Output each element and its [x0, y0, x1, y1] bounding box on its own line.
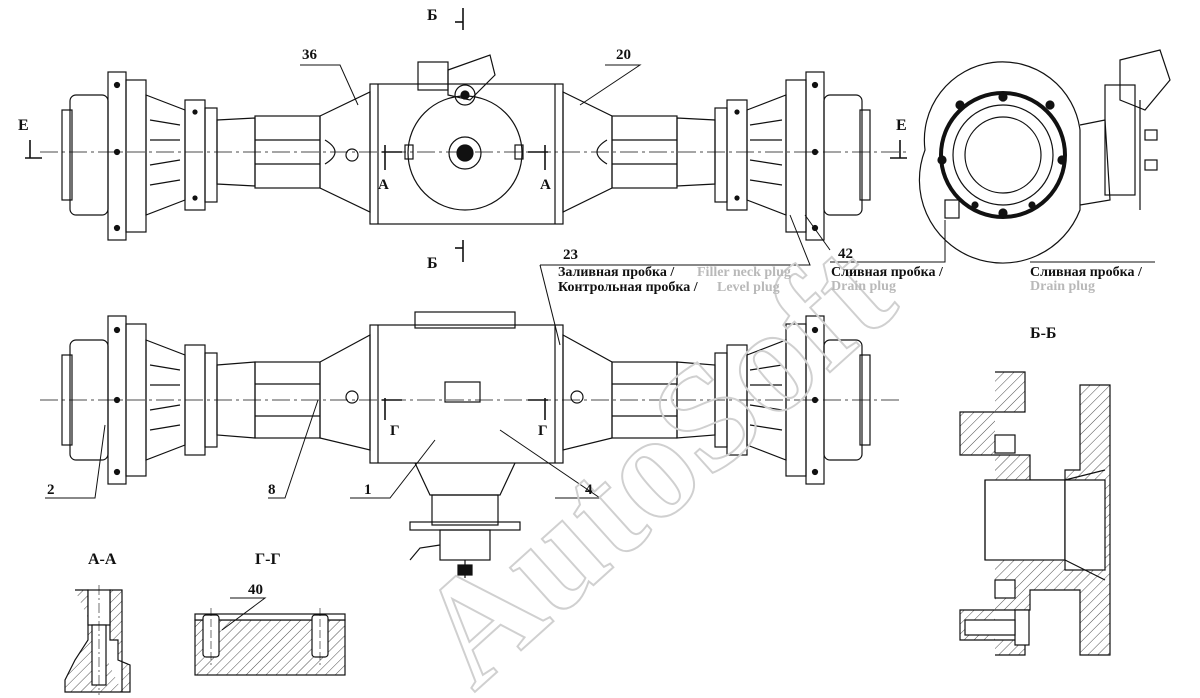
callout-42: 42 [838, 246, 853, 262]
callout-23: 23 [563, 247, 578, 263]
callout-8: 8 [268, 482, 276, 498]
right-wheel-hub-front [714, 315, 871, 485]
section-label-a-left: А [378, 177, 389, 193]
callout-1: 1 [364, 482, 372, 498]
front-view [40, 311, 900, 578]
note-drain1-ru: Сливная пробка / [831, 265, 943, 280]
note-level-ru: Контрольная пробка / [558, 280, 698, 295]
note-level-en: Level plug [717, 280, 780, 295]
section-label-b-bottom: Б [427, 255, 438, 272]
note-filler-ru: Заливная пробка / [558, 265, 675, 280]
callout-2: 2 [47, 482, 55, 498]
section-label-g-right: Г [538, 423, 548, 439]
right-wheel-hub-top [714, 71, 871, 241]
top-view [25, 8, 910, 262]
section-bb-view [959, 371, 1111, 656]
left-wheel-hub-top [61, 71, 218, 241]
callout-4: 4 [585, 482, 593, 498]
left-axle-tube-top [216, 91, 371, 213]
section-label-g-left: Г [390, 423, 400, 439]
leader-lines [45, 64, 1155, 631]
section-label-a-right: А [540, 177, 551, 193]
section-cut-markers-top [25, 8, 907, 262]
central-housing-front [369, 311, 564, 578]
note-drain2-ru: Сливная пробка / [1030, 265, 1142, 280]
section-title-gg: Г-Г [255, 551, 281, 568]
section-label-e-right: Е [896, 117, 907, 134]
note-drain2-en: Drain plug [1030, 279, 1095, 294]
note-filler-en: Filler neck plug [697, 265, 791, 280]
section-label-e-left: Е [18, 117, 29, 134]
callout-20: 20 [616, 47, 631, 63]
section-title-bb: Б-Б [1030, 325, 1057, 342]
callout-40: 40 [248, 582, 263, 598]
callout-36: 36 [302, 47, 317, 63]
central-housing-top [369, 54, 564, 225]
section-aa-view [64, 585, 131, 695]
section-title-aa: А-А [88, 551, 117, 568]
section-gg-view [194, 608, 346, 676]
section-label-b-top: Б [427, 7, 438, 24]
note-drain1-en: Drain plug [831, 279, 896, 294]
side-view-e [918, 49, 1171, 264]
